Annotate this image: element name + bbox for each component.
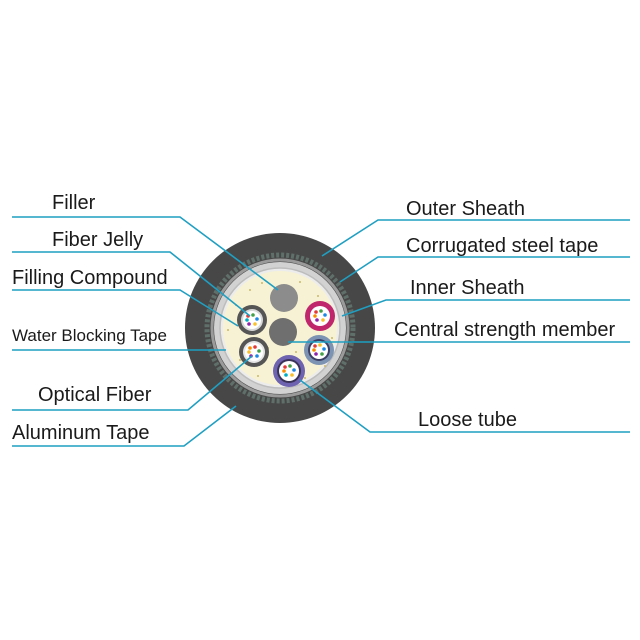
central-strength-member (269, 318, 297, 346)
leader-aluminum-tape (12, 405, 237, 447)
label-filler: Filler (52, 192, 96, 214)
label-aluminum-tape: Aluminum Tape (12, 422, 149, 444)
loose-tube-blue-right (304, 335, 334, 365)
leader-filling-compound (12, 289, 239, 327)
leader-loose-tube (299, 379, 630, 433)
label-inner-sheath: Inner Sheath (410, 277, 525, 299)
leader-corrugated-steel-tape (339, 256, 630, 283)
label-loose-tube: Loose tube (418, 409, 517, 431)
corrugated-steel-tape (204, 252, 356, 404)
label-water-blocking-tape: Water Blocking Tape (12, 326, 167, 345)
loose-tube-purple-bottom (273, 355, 305, 387)
filler (270, 284, 298, 312)
leader-filler (12, 216, 279, 291)
label-central-strength-member: Central strength member (394, 319, 616, 341)
fibers-magenta-tube (313, 309, 327, 322)
fibers-blue-tube (312, 343, 326, 356)
aluminum-tape-layer (210, 258, 350, 398)
fibers-purple-tube (282, 364, 296, 377)
labels: Filler Fiber Jelly Filling Compound Wate… (12, 192, 616, 444)
leader-inner-sheath (341, 299, 630, 317)
fibers-upper-left-tube (245, 313, 259, 326)
cable-cross-section (185, 233, 375, 423)
label-outer-sheath: Outer Sheath (406, 198, 525, 220)
leader-outer-sheath (321, 219, 630, 257)
leader-optical-fiber (12, 355, 253, 411)
label-corrugated-steel-tape: Corrugated steel tape (406, 235, 598, 257)
loose-tube-magenta (305, 301, 335, 331)
leader-fiber-jelly (12, 251, 251, 317)
leader-lines (12, 216, 630, 447)
label-fiber-jelly: Fiber Jelly (52, 229, 143, 251)
label-optical-fiber: Optical Fiber (38, 384, 152, 406)
label-filling-compound: Filling Compound (12, 267, 168, 289)
